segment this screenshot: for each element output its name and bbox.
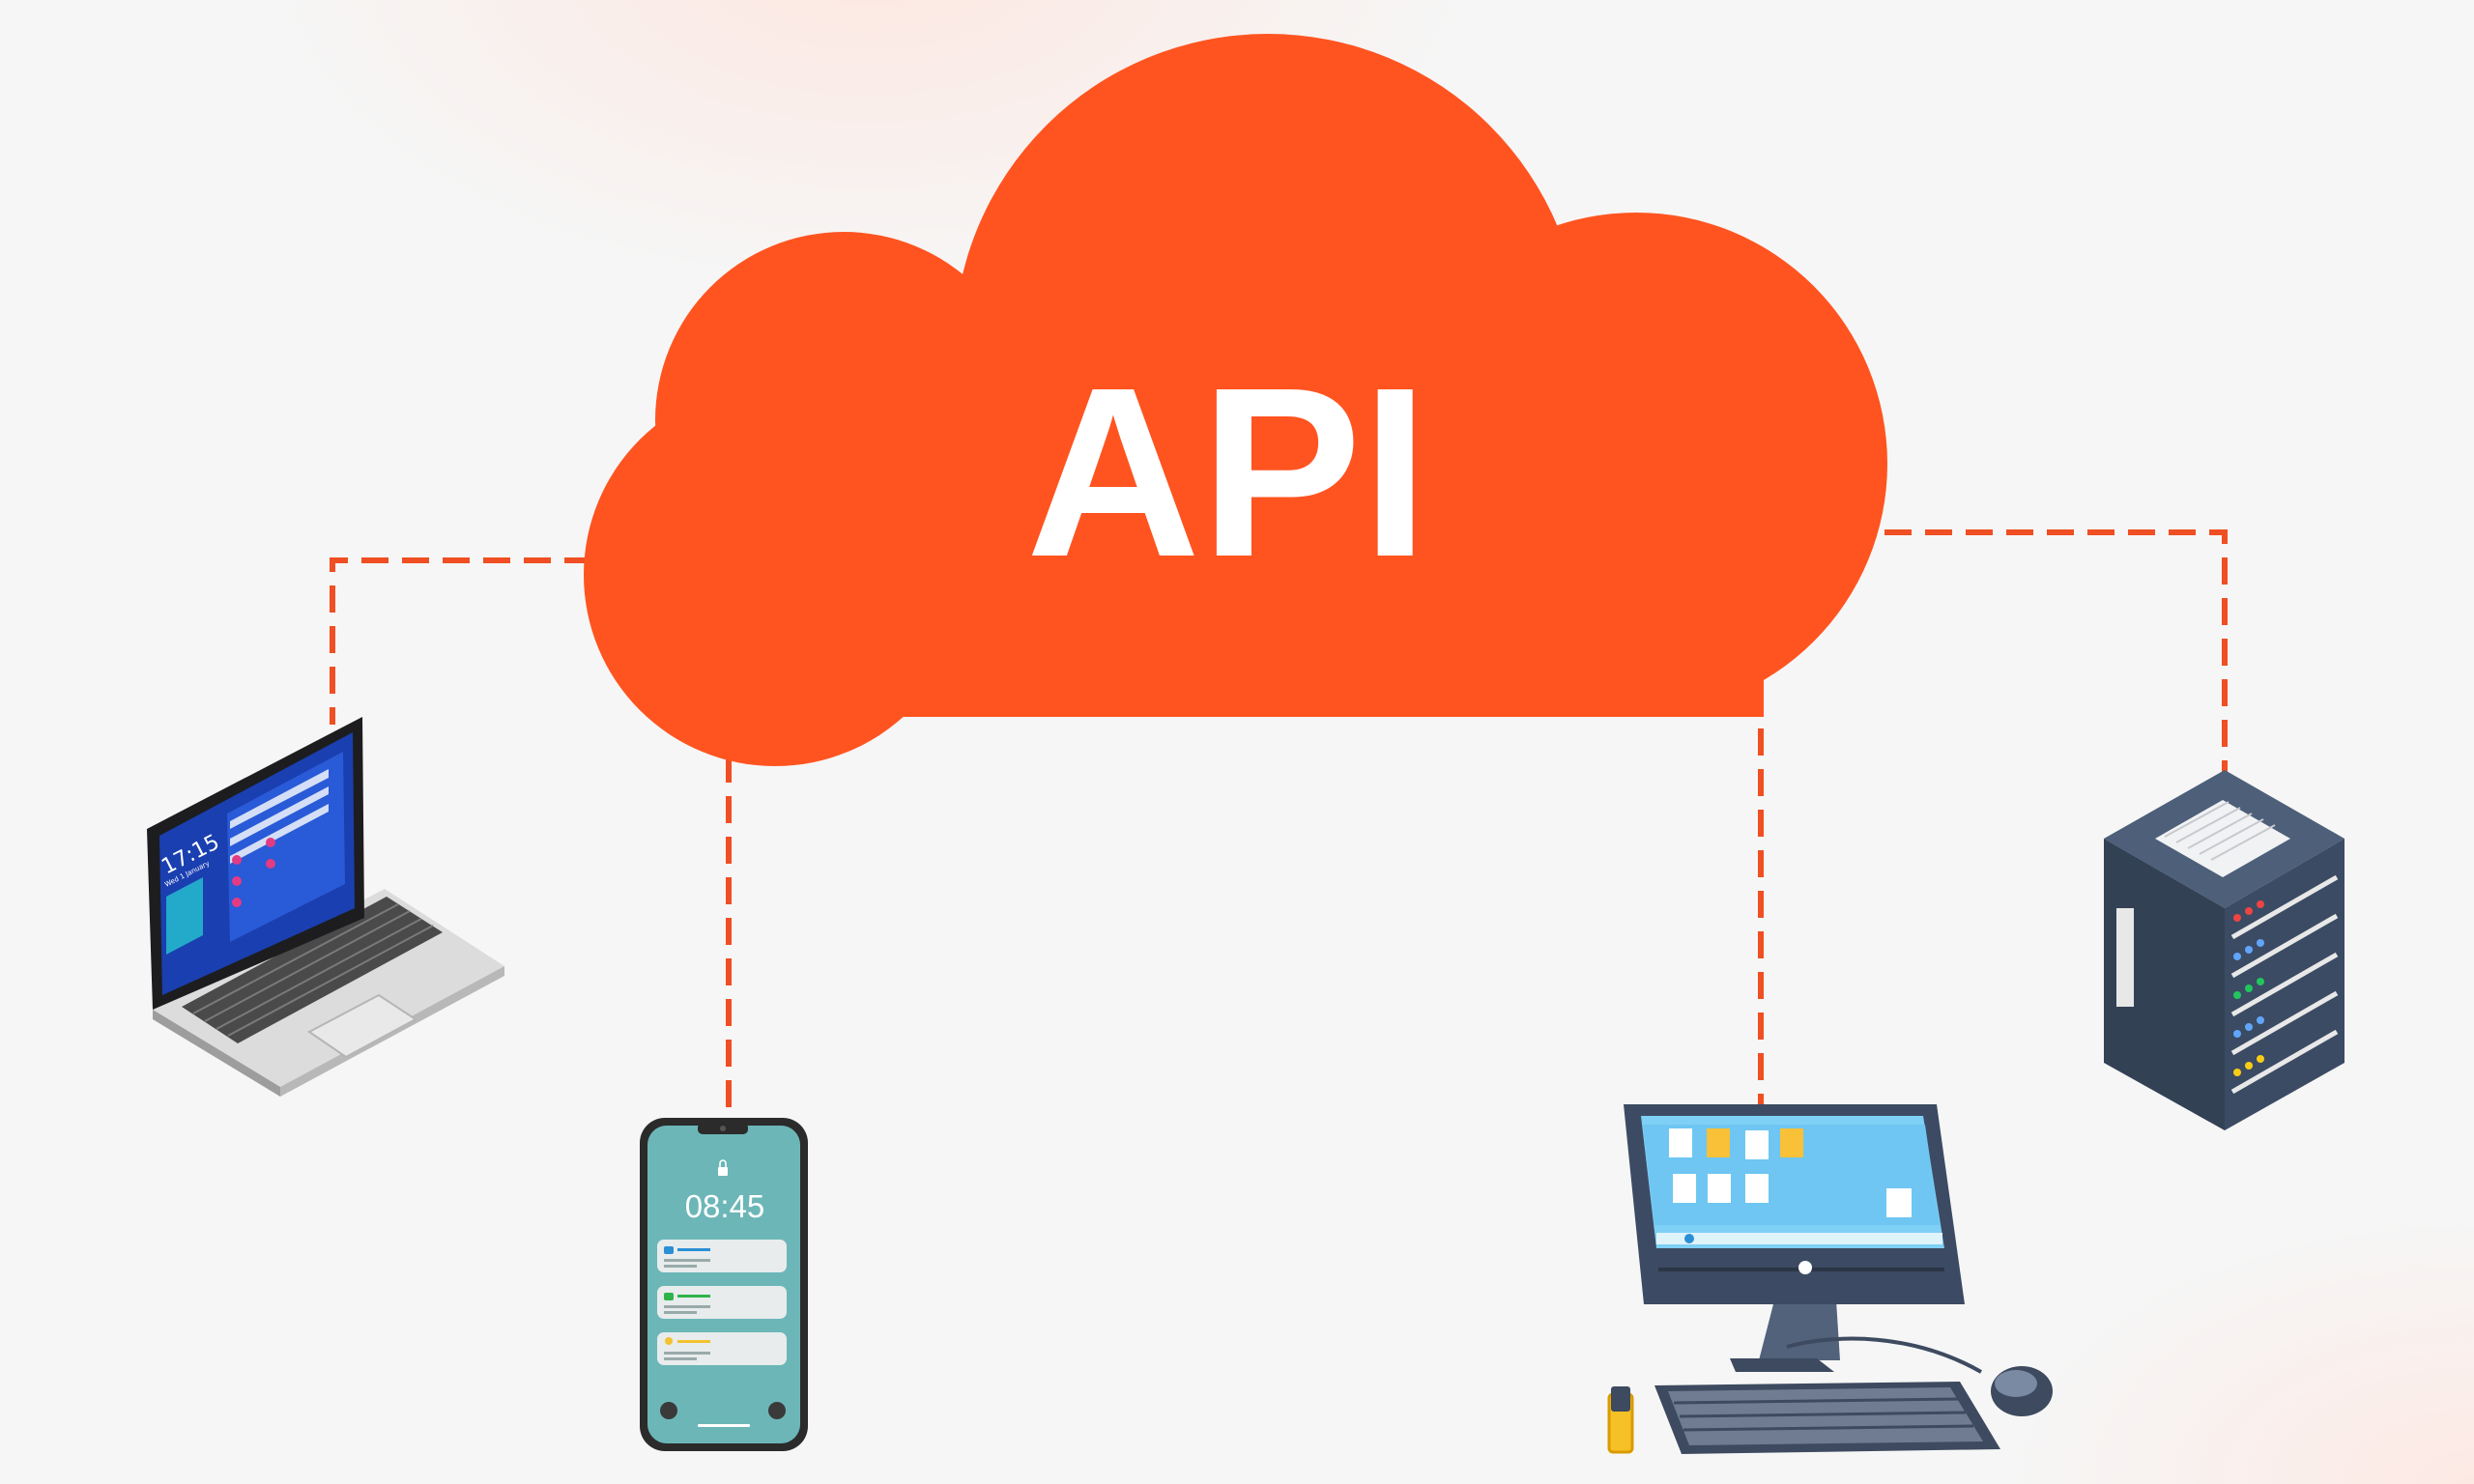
phone-notification-list (657, 1240, 787, 1365)
api-cloud: API (584, 34, 1887, 766)
connector-server (1884, 529, 2228, 773)
laptop-icon: 17:15 Wed 1 January (147, 717, 504, 1097)
connector-laptop (330, 557, 591, 725)
connectors (330, 529, 2228, 1123)
phone-icon: 08:45 (640, 1118, 808, 1451)
desktop-computer-icon (1607, 1104, 2053, 1454)
server-rack-icon (2104, 770, 2345, 1130)
phone-clock: 08:45 (685, 1188, 765, 1224)
cloud-label: API (1026, 337, 1429, 607)
